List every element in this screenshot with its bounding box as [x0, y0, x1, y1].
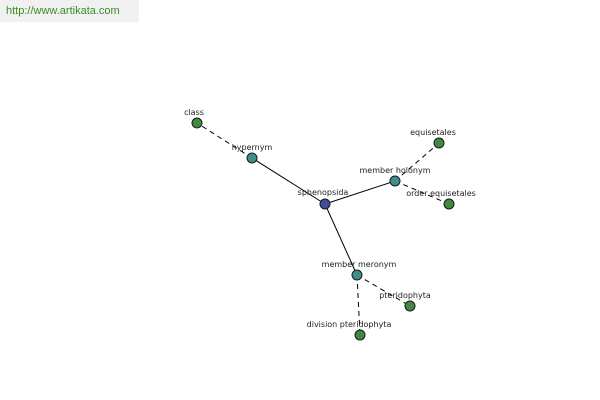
edge-hypernym-class [196, 122, 253, 159]
edge-meronym-pteridophyta [356, 274, 411, 307]
node-center[interactable] [319, 198, 331, 210]
node-member-meronym-label: member meronym [322, 260, 397, 269]
site-link[interactable]: http://www.artikata.com [0, 0, 139, 22]
node-hypernym-label: hypernym [232, 143, 273, 152]
node-class[interactable] [191, 117, 203, 129]
node-member-meronym[interactable] [351, 269, 363, 281]
node-class-label: class [184, 108, 204, 117]
node-division-pteridophyta[interactable] [354, 329, 366, 341]
node-division-pteridophyta-label: division pteridophyta [307, 320, 392, 329]
edge-meronym-division-pteridophyta [356, 274, 361, 336]
edge-holonym-order-equisetales [394, 180, 450, 205]
node-pteridophyta[interactable] [404, 300, 416, 312]
edge-center-meronym [324, 203, 358, 276]
node-member-holonym[interactable] [389, 175, 401, 187]
node-pteridophyta-label: pteridophyta [379, 291, 431, 300]
node-equisetales[interactable] [433, 137, 445, 149]
node-member-holonym-label: member holonym [359, 166, 430, 175]
node-order-equisetales-label: order equisetales [406, 189, 476, 198]
node-hypernym[interactable] [246, 152, 258, 164]
node-center-label: sphenopsida [298, 188, 349, 197]
edge-center-hypernym [251, 157, 326, 205]
edge-center-holonym [324, 180, 396, 205]
edge-holonym-equisetales [394, 142, 440, 182]
node-order-equisetales[interactable] [443, 198, 455, 210]
node-equisetales-label: equisetales [410, 128, 456, 137]
